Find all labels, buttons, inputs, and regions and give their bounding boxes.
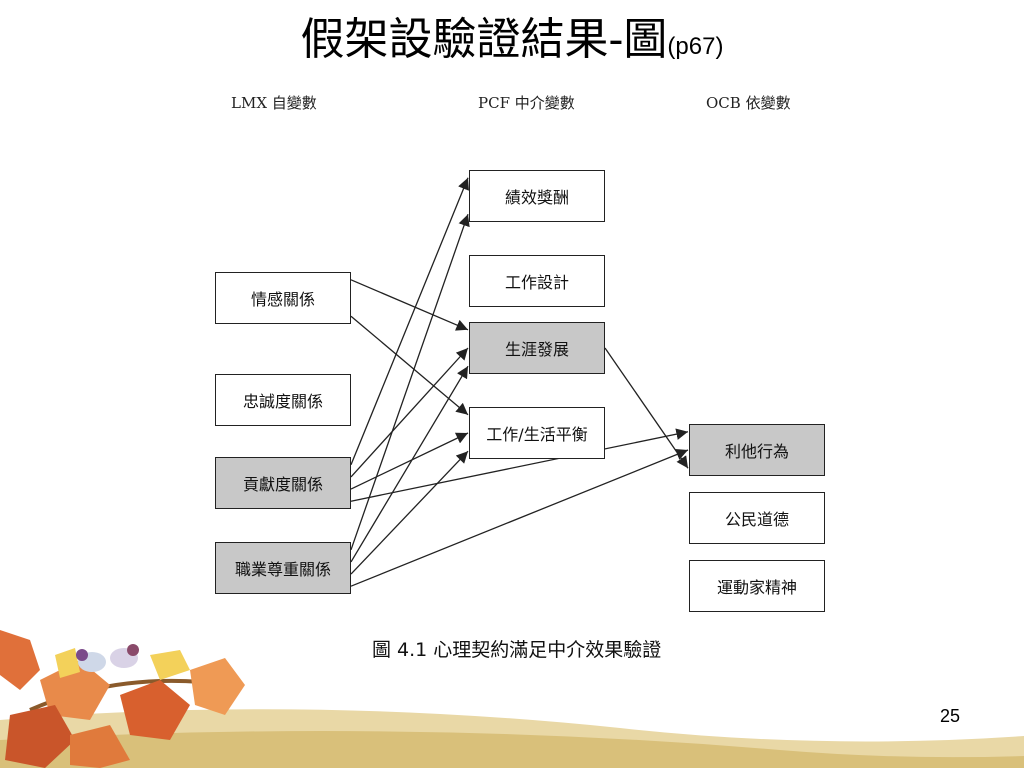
edge-lmx_affect-to-pcf_balance	[350, 315, 469, 416]
node-sportsmanship: 運動家精神	[689, 560, 825, 612]
node-professional-respect-relation: 職業尊重關係	[215, 542, 351, 594]
column-header-ocb: OCB 依變數	[706, 94, 791, 112]
floral-decoration	[0, 630, 1024, 768]
title-main: 假架設驗證結果-圖	[300, 14, 668, 65]
node-job-design: 工作設計	[469, 255, 605, 307]
column-header-pcf: PCF 中介變數	[478, 94, 575, 112]
node-career-development: 生涯發展	[469, 322, 605, 374]
edge-lmx_affect-to-pcf_career	[350, 279, 469, 331]
node-work-life-balance: 工作/生活平衡	[469, 407, 605, 459]
figure-caption: 圖 4.1 心理契約滿足中介效果驗證	[372, 639, 662, 661]
edge-lmx_respect-to-pcf_career	[350, 365, 469, 563]
page-title: 假架設驗證結果-圖(p67)	[0, 12, 1024, 75]
node-loyalty-relation: 忠誠度關係	[215, 374, 351, 426]
node-affect-relation: 情感關係	[215, 272, 351, 324]
edge-lmx_respect-to-pcf_balance	[350, 450, 469, 575]
page-number: 25	[940, 706, 961, 726]
edge-pcf_career-to-ocb_altruism	[604, 347, 689, 469]
edge-lmx_contribution-to-pcf_balance	[350, 432, 469, 490]
edge-lmx_respect-to-ocb_altruism	[350, 448, 689, 587]
node-altruism: 利他行為	[689, 424, 825, 476]
node-contribution-relation: 貢獻度關係	[215, 457, 351, 509]
node-civic-virtue: 公民道德	[689, 492, 825, 544]
edge-lmx_contribution-to-pcf_reward	[350, 177, 470, 466]
edge-lmx_contribution-to-pcf_career	[350, 347, 469, 478]
node-performance-reward: 績效獎酬	[469, 170, 605, 222]
column-header-lmx: LMX 自變數	[231, 94, 317, 112]
title-page-ref: (p67)	[667, 33, 724, 60]
edge-lmx_respect-to-pcf_reward	[350, 213, 470, 551]
